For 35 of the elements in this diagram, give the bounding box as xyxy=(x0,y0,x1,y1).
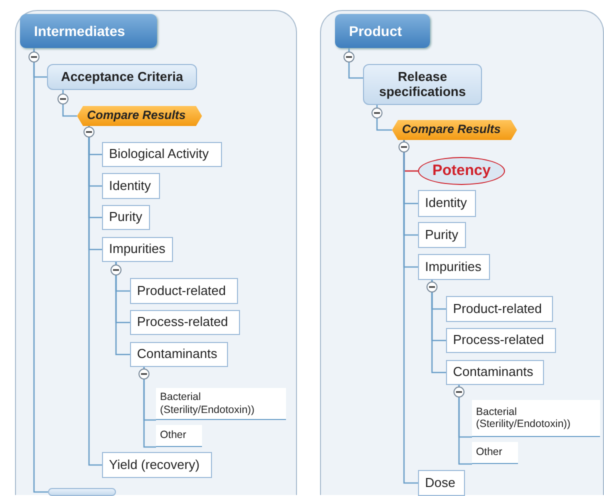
connector-line xyxy=(431,280,446,374)
connector-line xyxy=(115,262,130,356)
underlined-topic: Other xyxy=(472,442,518,464)
underlined-topic: Other xyxy=(156,425,202,447)
topic-box: Product xyxy=(335,14,430,48)
topic-box: Process-related xyxy=(446,328,556,353)
subtopic-box: Acceptance Criteria xyxy=(47,64,197,90)
topic-box: Product-related xyxy=(130,278,238,304)
topic-box: Contaminants xyxy=(130,342,228,367)
topic-box: Purity xyxy=(102,205,150,230)
topic-box: Biological Activity xyxy=(102,142,222,167)
underlined-topic: Bacterial (Sterility/Endotoxin)) xyxy=(472,400,600,437)
topic-box: Impurities xyxy=(102,237,173,262)
topic-box: Process-related xyxy=(130,310,240,335)
topic-box: Product-related xyxy=(446,296,553,322)
topic-box: Contaminants xyxy=(446,360,544,385)
subtopic-box: Release specifications xyxy=(363,64,482,105)
connector-line xyxy=(143,367,156,448)
connector-line xyxy=(62,90,77,117)
connector-line xyxy=(458,385,472,465)
topic-box: Identity xyxy=(418,190,476,217)
topic-box xyxy=(48,488,116,496)
connector-line xyxy=(376,105,392,131)
connector-line xyxy=(403,140,418,484)
topic-box: Impurities xyxy=(418,254,490,280)
callout-tag: Compare Results xyxy=(392,120,517,140)
topic-box: Dose xyxy=(418,470,465,496)
topic-box: Intermediates xyxy=(20,14,157,48)
connector-line xyxy=(348,48,363,79)
topic-box: Identity xyxy=(102,173,160,199)
connector-line xyxy=(33,48,48,493)
callout-tag: Compare Results xyxy=(77,106,202,126)
topic-box: Purity xyxy=(418,222,466,248)
underlined-topic: Bacterial (Sterility/Endotoxin)) xyxy=(156,388,286,420)
topic-box: Yield (recovery) xyxy=(102,452,212,478)
